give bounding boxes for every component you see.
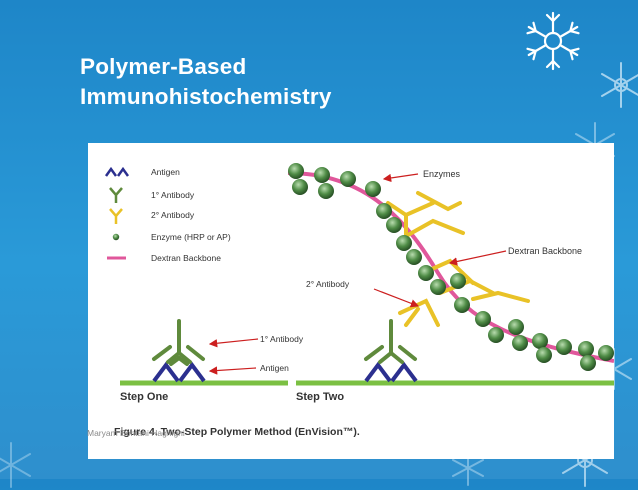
enzyme-bead — [376, 203, 392, 219]
slide-title: Polymer-Based Immunohistochemistry — [80, 52, 332, 112]
dextran-backbone — [287, 171, 614, 363]
legend-antigen-label: Antigen — [151, 167, 180, 177]
step-one-primary-antibody-arrow — [208, 338, 259, 348]
step-one-antigen-label: Antigen — [260, 363, 289, 373]
enzyme-bead — [454, 297, 470, 313]
step-one-label: Step One — [120, 391, 168, 403]
enzyme-bead — [556, 339, 572, 355]
legend: Antigen 1° Antibody 2° Antibody Enzyme (… — [104, 166, 231, 263]
enzyme-bead — [508, 319, 524, 335]
legend-enzyme-label: Enzyme (HRP or AP) — [151, 232, 231, 242]
figure-panel: Antigen 1° Antibody 2° Antibody Enzyme (… — [88, 143, 614, 459]
enzyme-bead — [580, 355, 596, 371]
step-one-antigen-arrow — [208, 366, 257, 375]
enzyme-bead — [430, 279, 446, 295]
enzyme-bead — [450, 273, 466, 289]
step-one-antigen — [152, 361, 206, 383]
enzyme-bead — [475, 311, 491, 327]
dextran-backbone-label: Dextran Backbone — [508, 246, 582, 256]
step-two-antigen — [364, 361, 418, 383]
enzyme-bead — [314, 167, 330, 183]
legend-dextran-label: Dextran Backbone — [151, 253, 221, 263]
legend-secondary-antibody-label: 2° Antibody — [151, 210, 195, 220]
enzymes-label: Enzymes — [423, 169, 461, 179]
legend-primary-antibody-symbol — [109, 187, 123, 203]
enzyme-bead — [292, 179, 308, 195]
enzyme-bead — [318, 183, 334, 199]
step-two-primary-antibody — [364, 319, 417, 364]
enzyme-bead — [365, 181, 381, 197]
title-line-1: Polymer-Based — [80, 54, 247, 79]
polymer-method-diagram: Antigen 1° Antibody 2° Antibody Enzyme (… — [104, 163, 614, 438]
legend-primary-antibody-label: 1° Antibody — [151, 190, 195, 200]
enzyme-bead — [512, 335, 528, 351]
enzymes-arrow — [382, 173, 419, 183]
footer-author: Maryam Bohtani Haghighi — [87, 428, 185, 438]
snowflake-icon — [524, 11, 582, 71]
enzyme-bead — [532, 333, 548, 349]
enzyme-bead — [396, 235, 412, 251]
figure-caption: Figure 4. Two-Step Polymer Method (EnVis… — [114, 426, 360, 438]
legend-enzyme-symbol — [112, 233, 120, 241]
enzyme-bead — [418, 265, 434, 281]
enzyme-bead — [598, 345, 614, 361]
enzyme-bead — [386, 217, 402, 233]
legend-secondary-antibody-symbol — [109, 208, 123, 224]
step-one-primary-antibody-label: 1° Antibody — [260, 334, 304, 344]
enzyme-bead — [488, 327, 504, 343]
step-two-label: Step Two — [296, 391, 344, 403]
enzyme-bead — [406, 249, 422, 265]
legend-antigen-symbol — [104, 166, 130, 177]
enzyme-bead — [578, 341, 594, 357]
enzyme-bead — [340, 171, 356, 187]
enzyme-bead — [288, 163, 304, 179]
snowflake-icon — [601, 62, 638, 108]
snowflake-icon — [0, 442, 31, 488]
step-two: Enzymes Dextran Backbone 2° Antibody Ste… — [287, 163, 614, 403]
secondary-antibody-label: 2° Antibody — [306, 279, 350, 289]
step-one: 1° Antibody Antigen Step One — [120, 319, 304, 403]
step-one-primary-antibody — [152, 319, 205, 366]
title-line-2: Immunohistochemistry — [80, 84, 332, 109]
enzyme-bead — [536, 347, 552, 363]
enzyme-beads — [288, 163, 614, 371]
secondary-antibody-arrow — [373, 288, 420, 308]
dextran-backbone-arrow — [448, 250, 507, 266]
